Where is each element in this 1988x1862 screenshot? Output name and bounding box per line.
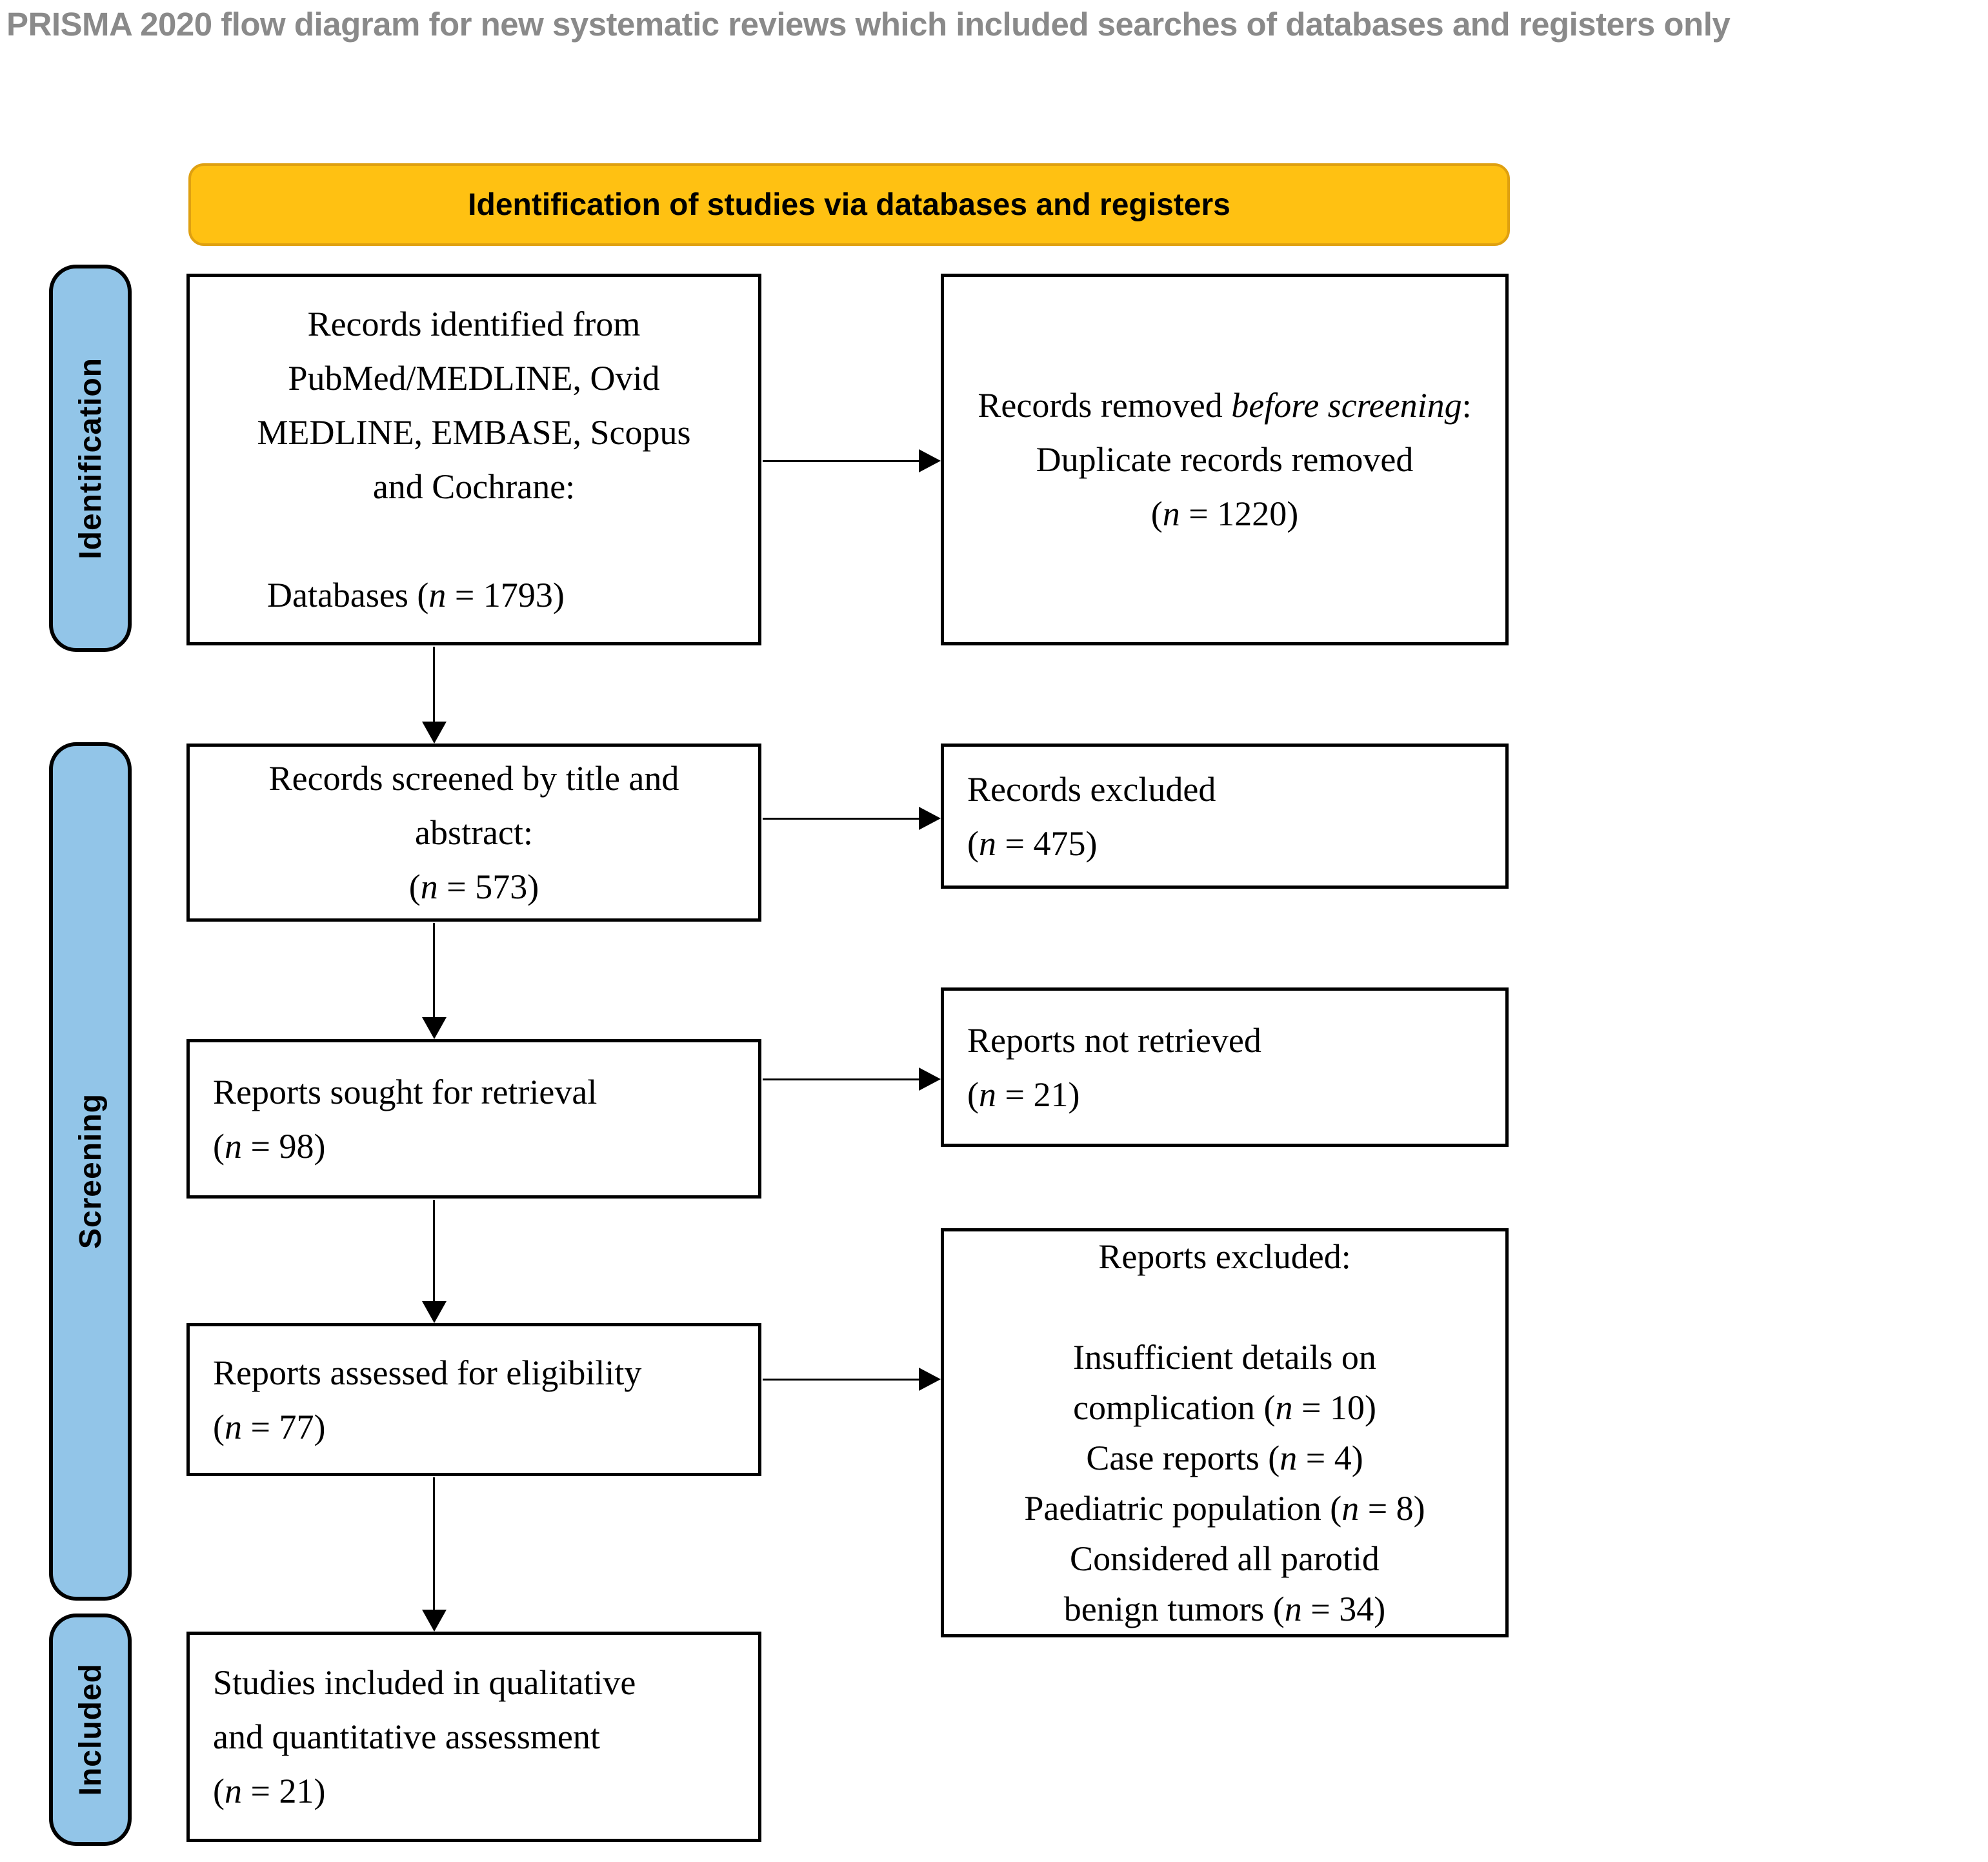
- banner-label: Identification of studies via databases …: [468, 187, 1230, 222]
- flow-box-reports-sought: Reports sought for retrieval (n = 98): [186, 1039, 761, 1199]
- text-line: Studies included in qualitative: [213, 1663, 636, 1702]
- text-line: Considered all parotid: [1070, 1539, 1380, 1578]
- flow-box-records-screened: Records screened by title and abstract: (n…: [186, 744, 761, 922]
- arrowhead-down-icon: [422, 722, 447, 744]
- text-line: Case reports (n = 4): [1086, 1439, 1363, 1477]
- text-line: (n = 98): [213, 1126, 326, 1166]
- text-line: [195, 514, 753, 568]
- text-line: Reports assessed for eligibility: [213, 1353, 642, 1392]
- connector-sought-to-not-retrieved: [763, 1078, 920, 1080]
- stage-label-screening: Screening: [49, 742, 132, 1601]
- page-title: PRISMA 2020 flow diagram for new systema…: [6, 6, 1731, 43]
- text-line: Records excluded: [967, 769, 1216, 809]
- text-line: Records identified from: [307, 305, 641, 343]
- stage-label-text: Included: [73, 1663, 108, 1796]
- arrowhead-right-icon: [919, 1368, 941, 1391]
- text-line: (n = 475): [967, 824, 1098, 863]
- text-line: PubMed/MEDLINE, Ovid: [288, 359, 660, 398]
- flow-box-records-excluded: Records excluded (n = 475): [941, 744, 1509, 889]
- arrowhead-right-icon: [919, 449, 941, 472]
- flow-box-records-removed-before-screening: Records removed before screening: Duplica…: [941, 274, 1509, 645]
- connector-screened-to-excluded: [763, 818, 920, 820]
- text-line: Paediatric population (n = 8): [1024, 1489, 1425, 1528]
- connector-identified-to-screened: [433, 647, 435, 723]
- flow-box-reports-assessed: Reports assessed for eligibility (n = 77): [186, 1323, 761, 1476]
- text-line: Reports not retrieved: [967, 1020, 1261, 1060]
- connector-assessed-to-included: [433, 1477, 435, 1611]
- text-line: (n = 21): [967, 1075, 1080, 1114]
- arrowhead-right-icon: [919, 1068, 941, 1091]
- text-line: Reports excluded:: [1098, 1237, 1351, 1276]
- connector-identified-to-removed: [763, 460, 920, 462]
- text-line: Insufficient details on: [1073, 1338, 1376, 1377]
- text-line: abstract:: [415, 813, 533, 852]
- connector-assessed-to-reports-excluded: [763, 1379, 920, 1381]
- connector-sought-to-assessed: [433, 1200, 435, 1302]
- banner-identification-of-studies: Identification of studies via databases …: [188, 163, 1510, 246]
- flow-box-reports-not-retrieved: Reports not retrieved (n = 21): [941, 987, 1509, 1147]
- arrowhead-down-icon: [422, 1610, 447, 1632]
- text-line: Databases (n = 1793): [267, 576, 565, 614]
- text-line: Records screened by title and: [268, 759, 679, 798]
- text-line: Records removed before screening:: [978, 386, 1472, 425]
- flow-box-reports-excluded: Reports excluded: Insufficient details o…: [941, 1228, 1509, 1637]
- text-line: (n = 573): [408, 867, 539, 906]
- flow-box-studies-included: Studies included in qualitative and quant…: [186, 1632, 761, 1842]
- stage-label-identification: Identification: [49, 265, 132, 652]
- arrowhead-down-icon: [422, 1017, 447, 1039]
- text-line: complication (n = 10): [1073, 1388, 1376, 1427]
- arrowhead-down-icon: [422, 1301, 447, 1323]
- stage-label-text: Screening: [73, 1093, 108, 1250]
- text-line: MEDLINE, EMBASE, Scopus: [257, 413, 691, 452]
- text-line: and Cochrane:: [372, 467, 576, 506]
- stage-label-included: Included: [49, 1614, 132, 1846]
- text-line: (n = 1220): [1150, 494, 1299, 533]
- connector-screened-to-sought: [433, 923, 435, 1018]
- text-line: Reports sought for retrieval: [213, 1072, 597, 1111]
- text-line: [949, 1282, 1500, 1332]
- text-line: and quantitative assessment: [213, 1717, 600, 1756]
- text-line: (n = 21): [213, 1772, 326, 1810]
- stage-label-text: Identification: [73, 357, 108, 560]
- text-line: Duplicate records removed: [1036, 440, 1414, 479]
- arrowhead-right-icon: [919, 807, 941, 830]
- text-line: (n = 77): [213, 1407, 326, 1446]
- text-line: benign tumors (n = 34): [1063, 1590, 1386, 1628]
